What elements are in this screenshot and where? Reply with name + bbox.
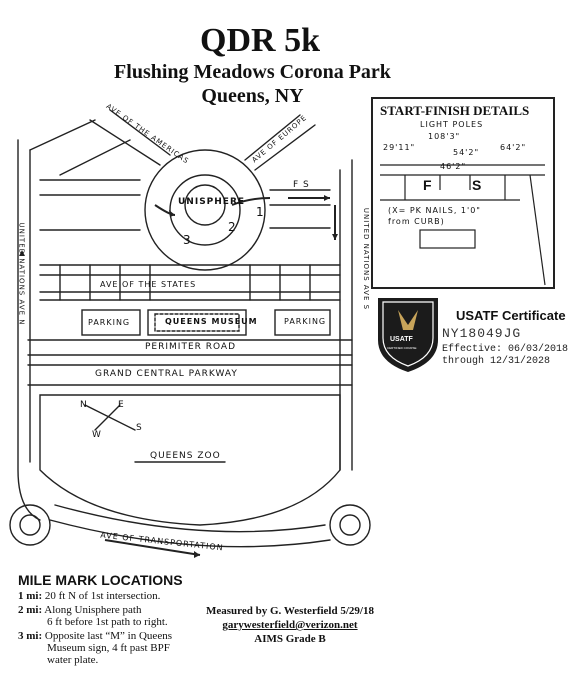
mile-mark-1: 1 mi: 20 ft N of 1st intersection. bbox=[18, 590, 161, 602]
badge-text: USATF bbox=[390, 336, 413, 343]
parking-right-label: PARKING bbox=[284, 317, 327, 326]
certificate-effective: Effective: 06/03/2018 bbox=[442, 344, 569, 355]
compass-n: N bbox=[80, 400, 88, 410]
measurer-email[interactable]: garywesterfield@verizon.net bbox=[222, 619, 358, 631]
mile-mark-3: 3 mi: Opposite last “M” in Queens bbox=[18, 630, 172, 642]
usatf-badge-icon bbox=[378, 298, 438, 372]
compass-s: S bbox=[136, 423, 143, 433]
park-name: Flushing Meadows Corona Park bbox=[114, 61, 391, 83]
dist-291: 29'11" bbox=[383, 143, 416, 152]
dist-1083: 108'3" bbox=[428, 132, 461, 141]
finish-mark: F bbox=[423, 177, 432, 193]
pk-nails-note: (X= PK NAILS, 1'0" from CURB) bbox=[388, 206, 481, 226]
queens-zoo-label: QUEENS ZOO bbox=[150, 451, 221, 461]
mile-mark-3-cont: Museum sign, 4 ft past BPF bbox=[47, 642, 170, 654]
grand-central-label: GRAND CENTRAL PARKWAY bbox=[95, 369, 238, 379]
queens-museum-label: QUEENS MUSEUM bbox=[165, 317, 258, 326]
perimeter-road-label: PERIMITER ROAD bbox=[145, 342, 237, 352]
fs-label: F S bbox=[293, 180, 310, 190]
unisphere-label: UNISPHERE bbox=[178, 197, 246, 207]
start-mark: S bbox=[472, 177, 482, 193]
start-finish-title: START-FINISH DETAILS bbox=[380, 103, 530, 118]
map-title: QDR 5k bbox=[200, 22, 320, 59]
ave-states-label: AVE OF THE STATES bbox=[100, 280, 197, 289]
parking-left-label: PARKING bbox=[88, 318, 131, 327]
aims-grade: AIMS Grade B bbox=[254, 633, 326, 645]
dist-542: 54'2" bbox=[453, 148, 480, 157]
mile-mark-2-cont: 6 ft before 1st path to right. bbox=[47, 616, 168, 628]
mile-3-marker: 3 bbox=[183, 233, 192, 247]
dist-642: 64'2" bbox=[500, 143, 527, 152]
compass-e: E bbox=[118, 400, 125, 410]
measured-by: Measured by G. Westerfield 5/29/18 bbox=[206, 605, 374, 617]
mile-1-marker: 1 bbox=[256, 205, 265, 219]
mile-marks-title: MILE MARK LOCATIONS bbox=[18, 572, 183, 588]
certificate-through: through 12/31/2028 bbox=[442, 356, 551, 367]
compass-w: W bbox=[92, 430, 102, 440]
un-ave-label: UNITED NATIONS AVE N bbox=[17, 222, 26, 326]
light-poles-label: LIGHT POLES bbox=[420, 120, 484, 129]
un-ave-s-label: UNITED NATIONS AVE S bbox=[362, 207, 371, 311]
mile-mark-2: 2 mi: Along Unisphere path bbox=[18, 604, 142, 616]
location-name: Queens, NY bbox=[201, 85, 304, 107]
certificate-number: NY18049JG bbox=[442, 326, 522, 341]
mile-2-marker: 2 bbox=[228, 220, 237, 234]
dist-462: 46'2" bbox=[440, 162, 467, 171]
certificate-title: USATF Certificate bbox=[456, 308, 566, 323]
mile-mark-3-cont2: water plate. bbox=[47, 654, 99, 666]
badge-subtext: CERTIFIED COURSE bbox=[387, 346, 417, 350]
